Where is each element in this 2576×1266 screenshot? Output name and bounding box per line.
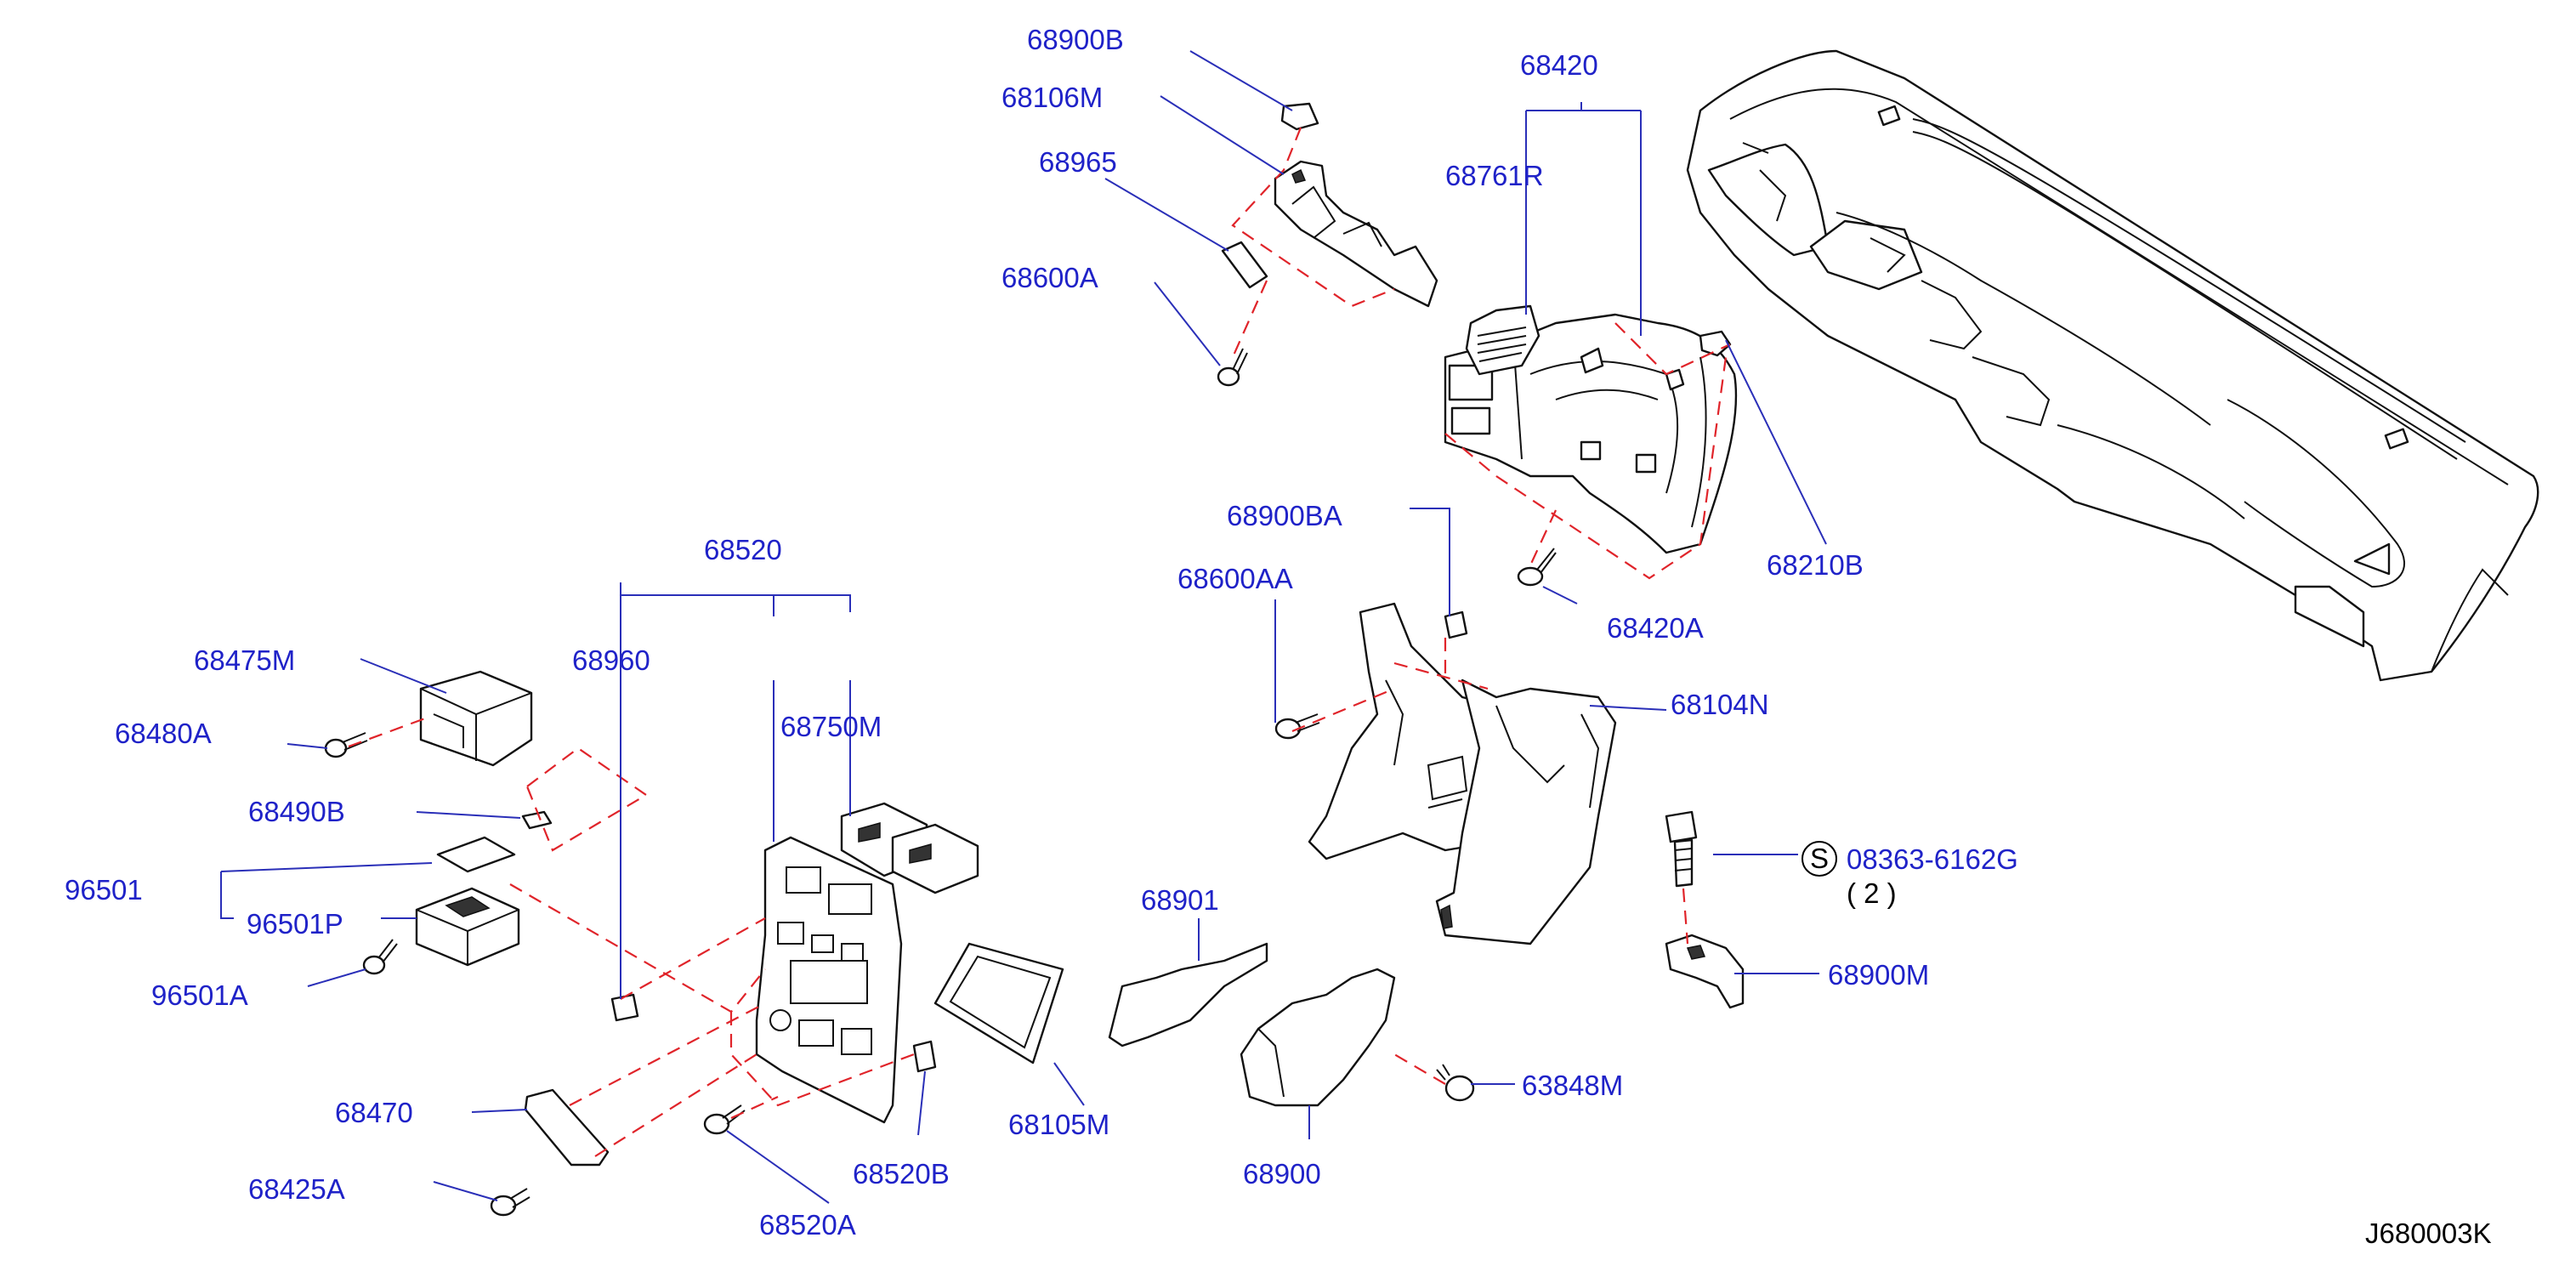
screw-68425A-drawing xyxy=(490,1188,531,1217)
clip-68520B-drawing xyxy=(912,1040,937,1073)
standard-part-s: S xyxy=(1810,843,1829,874)
label-68420: 68420 xyxy=(1520,49,1598,81)
bracket-68901-drawing xyxy=(1108,942,1268,1047)
plate-68470-drawing xyxy=(524,1088,610,1167)
part-labels: 68900B 68106M 68965 68600A 68420 68761R … xyxy=(65,24,2492,1249)
ashtray-96501-drawing xyxy=(415,836,520,967)
label-68425A: 68425A xyxy=(248,1173,345,1205)
cover-68900-drawing xyxy=(1240,968,1396,1107)
clip-68210B-drawing xyxy=(1699,330,1732,357)
label-68600A: 68600A xyxy=(1001,262,1098,293)
label-96501A: 96501A xyxy=(151,979,248,1011)
label-68901: 68901 xyxy=(1141,884,1219,916)
label-68900B: 68900B xyxy=(1027,24,1124,55)
label-68490B: 68490B xyxy=(248,796,345,827)
label-68105M: 68105M xyxy=(1008,1109,1109,1140)
clip-63848M-drawing xyxy=(1436,1064,1475,1102)
screw-96501A-drawing xyxy=(362,939,398,975)
lower-panel-68104N-drawing xyxy=(1308,602,1617,945)
label-63848M: 63848M xyxy=(1522,1070,1623,1101)
label-68900: 68900 xyxy=(1243,1158,1321,1189)
label-quantity: ( 2 ) xyxy=(1847,877,1897,909)
label-68106M: 68106M xyxy=(1001,82,1103,113)
clip-68900BA-drawing xyxy=(1444,610,1468,639)
screw-68600AA-drawing xyxy=(1274,713,1320,740)
leader-lines xyxy=(220,50,1827,1204)
label-68520: 68520 xyxy=(704,534,782,565)
label-68900M: 68900M xyxy=(1828,959,1929,991)
label-96501P: 96501P xyxy=(247,908,343,940)
label-68210B: 68210B xyxy=(1767,549,1864,581)
switches-68750M-drawing xyxy=(840,802,979,894)
standard-part-mark: S xyxy=(1801,841,1837,877)
label-68470: 68470 xyxy=(335,1097,413,1128)
instrument-panel-drawing xyxy=(1686,49,2539,682)
screw-68600A-drawing xyxy=(1217,348,1248,387)
lamp-68490B-drawing xyxy=(521,810,553,830)
label-68475M: 68475M xyxy=(194,644,295,676)
screw-68520A-drawing xyxy=(703,1104,746,1135)
bolt-08363-drawing xyxy=(1665,810,1698,888)
label-68600AA: 68600AA xyxy=(1177,563,1293,594)
box-68475M-drawing xyxy=(419,670,533,767)
plate-68965-drawing xyxy=(1221,241,1268,289)
diagram-code: J680003K xyxy=(2365,1218,2492,1249)
pocket-68960-drawing xyxy=(610,993,639,1022)
label-68965: 68965 xyxy=(1039,146,1117,178)
frame-68105M-drawing xyxy=(933,942,1064,1064)
label-68480A: 68480A xyxy=(115,718,212,749)
label-08363-6162G: 08363-6162G xyxy=(1847,843,2018,875)
vent-68761R-drawing xyxy=(1465,304,1540,376)
label-68520A: 68520A xyxy=(759,1209,856,1240)
screw-68480A-drawing xyxy=(324,732,368,758)
label-68750M: 68750M xyxy=(780,711,882,742)
label-68900BA: 68900BA xyxy=(1227,500,1342,531)
center-console-68520-drawing xyxy=(755,836,903,1124)
assembly-dashed-lines xyxy=(348,127,1731,1157)
finisher-68106M-drawing xyxy=(1274,160,1438,308)
bracket-68900M-drawing xyxy=(1665,934,1745,1009)
label-68104N: 68104N xyxy=(1671,689,1769,720)
cluster-lid-drawing xyxy=(1444,313,1738,554)
label-96501: 96501 xyxy=(65,874,143,906)
label-68520B: 68520B xyxy=(853,1158,950,1189)
screw-68420A-drawing xyxy=(1517,548,1557,587)
label-68420A: 68420A xyxy=(1607,612,1704,644)
label-68761R: 68761R xyxy=(1445,160,1544,191)
label-68960: 68960 xyxy=(572,644,650,676)
